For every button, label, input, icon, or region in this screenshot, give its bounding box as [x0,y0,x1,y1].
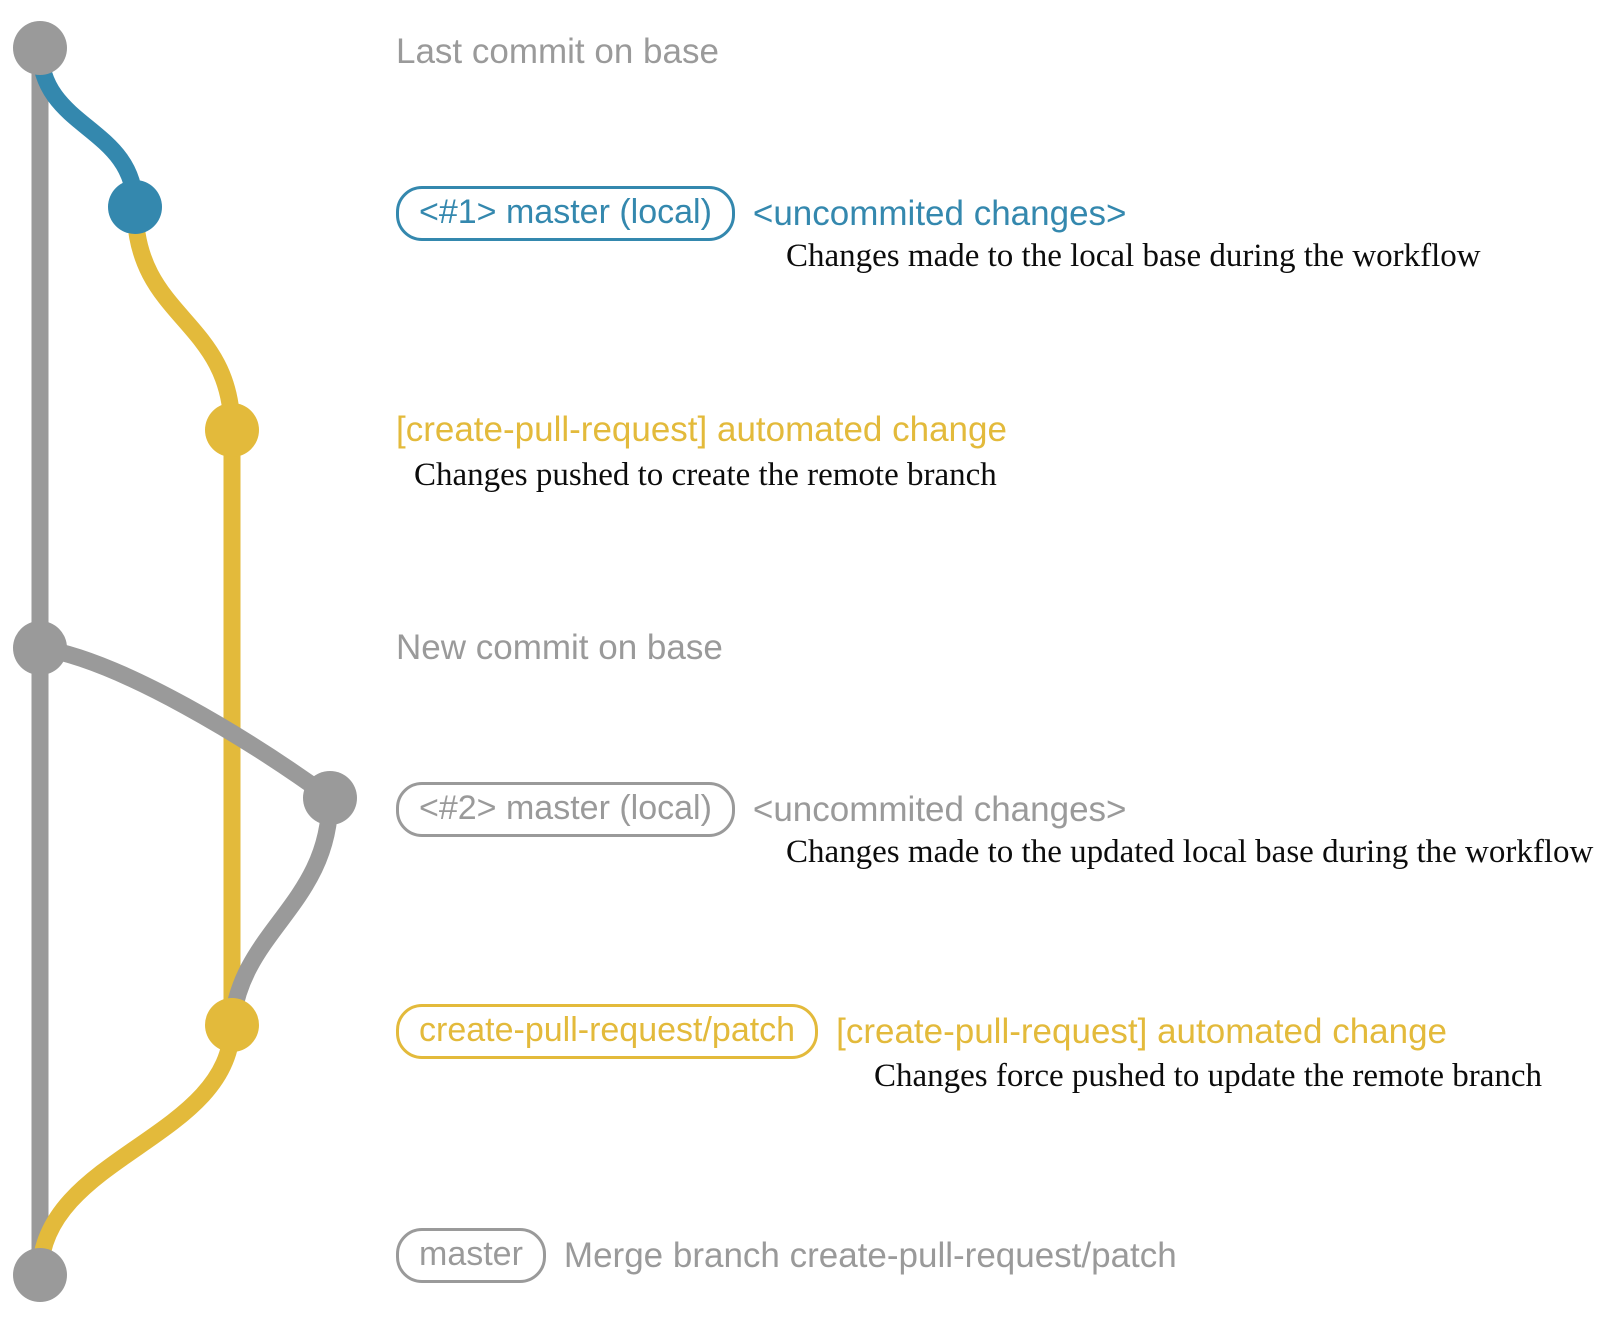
commit-subject: [create-pull-request] automated change [836,1012,1448,1051]
commit-subject: <uncommited changes> [752,194,1127,233]
commit-node-master-local-1[interactable] [108,180,162,234]
commit-subject: New commit on base [396,628,723,667]
commit-node-master-local-2[interactable] [303,771,357,825]
commit-row-automated-change-1: [create-pull-request] automated change [396,412,1007,447]
commit-row-last-commit: Last commit on base [396,34,719,69]
commit-note-master-local-2: Changes made to the updated local base d… [786,834,1594,870]
edge-patch-to-merge [31,1016,241,1284]
edge-base2-to-local2 [31,639,339,807]
commit-node-last-commit-on-base[interactable] [13,21,67,75]
branch-pill-master[interactable]: master [396,1228,546,1283]
commit-subject: Merge branch create-pull-request/patch [563,1236,1177,1275]
commit-node-automated-change-1[interactable] [205,403,259,457]
commit-node-master-merge[interactable] [13,1248,67,1302]
commit-note-automated-change-1: Changes pushed to create the remote bran… [414,457,997,493]
edge-local2-to-patch2 [223,789,339,1034]
commit-row-master-merge: master Merge branch create-pull-request/… [396,1228,1177,1283]
branch-pill-patch[interactable]: create-pull-request/patch [396,1004,819,1059]
branch-pill-master-local-2[interactable]: <#2> master (local) [396,782,735,837]
commit-subject: [create-pull-request] automated change [396,410,1007,449]
commit-node-patch-branch[interactable] [205,998,259,1052]
commit-note-master-local-1: Changes made to the local base during th… [786,238,1481,274]
commit-note-patch-branch: Changes force pushed to update the remot… [874,1058,1543,1094]
commit-row-master-local-2: <#2> master (local) <uncommited changes> [396,782,1126,837]
commit-row-patch-branch: create-pull-request/patch [create-pull-r… [396,1004,1447,1059]
branch-pill-master-local-1[interactable]: <#1> master (local) [396,186,735,241]
commit-row-new-commit: New commit on base [396,630,723,665]
commit-row-master-local-1: <#1> master (local) <uncommited changes> [396,186,1126,241]
commit-subject: <uncommited changes> [752,790,1127,829]
commit-subject: Last commit on base [396,32,719,71]
edge-base-to-local1 [31,39,144,216]
commit-node-new-commit-on-base[interactable] [13,621,67,675]
edge-local1-to-patch1 [126,198,241,439]
